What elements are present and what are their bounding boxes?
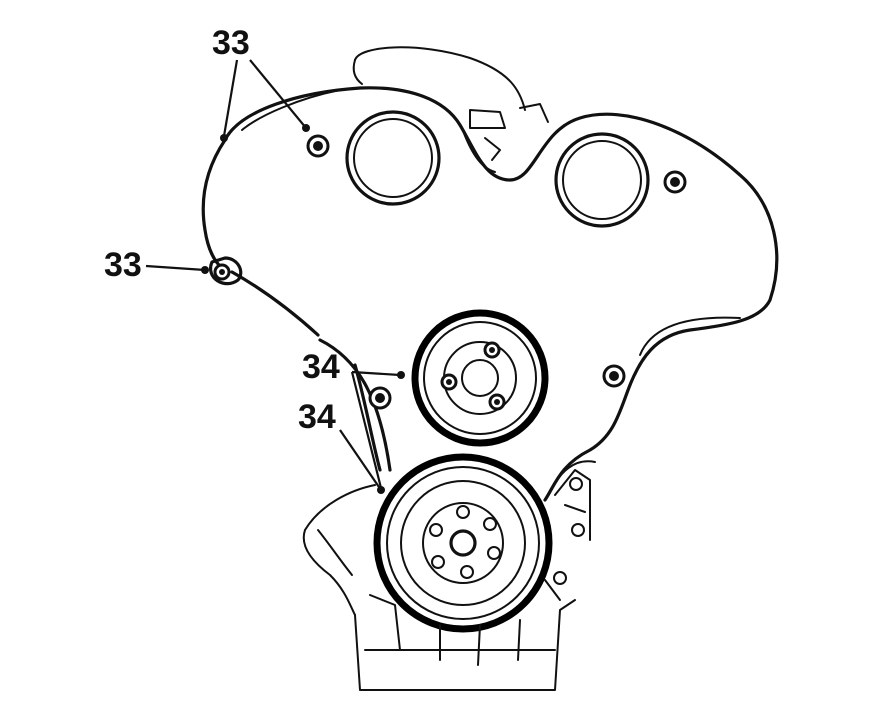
camshaft-opening-right: [554, 132, 650, 228]
callout-34-middle: 34: [302, 348, 340, 386]
callout-33-top: 33: [212, 24, 250, 62]
callout-33-left: 33: [104, 246, 142, 284]
bolt-left-tab: [208, 256, 243, 286]
callout-34-lower: 34: [298, 398, 336, 436]
lower-timing-cover: [353, 363, 596, 501]
crankshaft-pulley: [373, 453, 553, 633]
bolt-mid-left: [368, 386, 392, 410]
upper-timing-cover: [201, 86, 779, 502]
camshaft-opening-left: [345, 110, 441, 206]
bolt-mid-right: [602, 364, 626, 388]
leader-lines: [145, 59, 405, 494]
bolt-top-right: [663, 170, 687, 194]
engine-block: [302, 469, 591, 691]
bolt-top-left: [306, 134, 330, 158]
idler-pulley: [411, 309, 549, 447]
intake-manifold: [241, 46, 549, 131]
